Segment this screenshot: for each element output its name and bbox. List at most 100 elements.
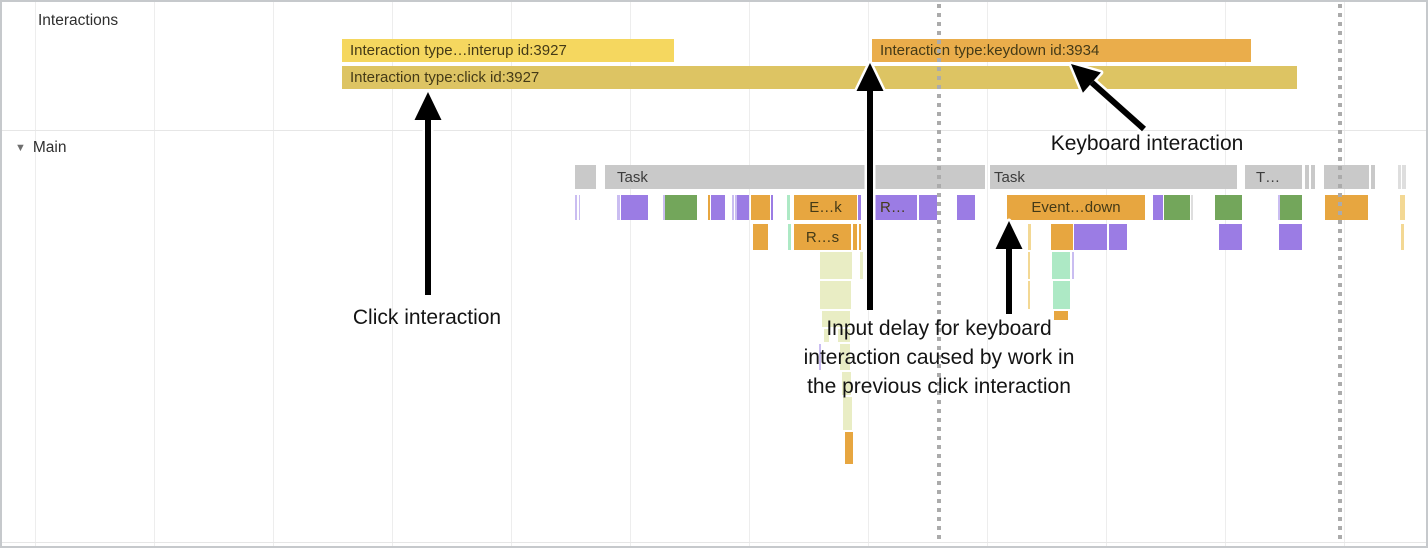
flame-segment[interactable] (735, 195, 737, 220)
flame-segment[interactable] (824, 329, 829, 342)
interaction-bar-pointerup[interactable]: Interaction type…interup id:3927 (342, 39, 674, 62)
flame-segment[interactable] (665, 195, 697, 220)
flame-segment[interactable] (788, 224, 791, 250)
event-keydown-arrow (993, 218, 1025, 252)
event-keydown-arrow (995, 221, 1023, 249)
flame-segment[interactable] (1219, 224, 1242, 250)
task-bar[interactable] (1311, 165, 1315, 189)
input-delay-line-2: interaction caused by work in (803, 346, 1075, 369)
flame-segment[interactable] (708, 195, 710, 220)
flame-segment[interactable] (840, 344, 850, 370)
flame-segment[interactable] (1191, 195, 1193, 220)
flame-segment[interactable] (1164, 195, 1190, 220)
task-bar[interactable]: Task (990, 165, 1237, 189)
collapse-triangle-icon[interactable]: ▼ (15, 141, 26, 154)
flame-segment[interactable] (732, 195, 734, 220)
flame-segment[interactable] (1278, 195, 1280, 220)
task-bar[interactable] (575, 165, 596, 189)
flame-segment[interactable]: R… (872, 195, 917, 220)
click-interaction-annotation: Click interaction (352, 306, 502, 329)
flame-segment[interactable] (820, 281, 851, 309)
flame-segment[interactable] (751, 195, 770, 220)
gridline (35, 2, 36, 546)
flame-segment[interactable] (1052, 252, 1070, 279)
flame-segment[interactable] (819, 344, 821, 370)
gridline (987, 2, 988, 546)
interaction-bar-keydown[interactable]: Interaction type:keydown id:3934 (872, 39, 1251, 62)
gridline (392, 2, 393, 546)
flame-segment[interactable] (1400, 195, 1405, 220)
flame-segment[interactable] (1109, 224, 1127, 250)
task-bar[interactable] (1371, 165, 1375, 189)
flame-segment[interactable] (1054, 311, 1068, 320)
flame-segment[interactable]: R…s (794, 224, 851, 250)
gridline (630, 2, 631, 546)
flame-segment[interactable] (859, 224, 861, 250)
flame-segment[interactable] (617, 195, 620, 220)
flame-segment[interactable] (1028, 224, 1031, 250)
keyboard-interaction-arrow (1088, 78, 1148, 134)
flame-segment[interactable] (621, 195, 648, 220)
task-bar[interactable] (1402, 165, 1406, 189)
input-delay-line-1: Input delay for keyboard (826, 317, 1052, 340)
input-delay-line-3: the previous click interaction (807, 375, 1071, 398)
click-interaction-arrow (414, 92, 442, 120)
flame-segment[interactable] (1074, 224, 1107, 250)
flame-segment[interactable] (575, 195, 577, 220)
flame-segment[interactable] (845, 432, 853, 464)
flame-segment[interactable] (1053, 281, 1070, 309)
flame-segment[interactable] (771, 195, 773, 220)
flame-segment[interactable] (919, 195, 937, 220)
dotted-guide (1338, 4, 1342, 544)
flame-segment[interactable] (858, 195, 861, 220)
flame-segment[interactable] (1280, 195, 1302, 220)
interaction-bar-click[interactable]: Interaction type:click id:3927 (342, 66, 1297, 89)
flame-segment[interactable] (1279, 224, 1302, 250)
main-track-header[interactable]: ▼ Main (15, 139, 67, 157)
task-bar[interactable] (1305, 165, 1309, 189)
dotted-guide (937, 4, 941, 544)
flame-segment[interactable] (787, 195, 790, 220)
flame-segment[interactable] (1051, 224, 1073, 250)
main-track-label: Main (32, 139, 67, 156)
gridline (1344, 2, 1345, 546)
task-bar[interactable] (1324, 165, 1369, 189)
gridline (273, 2, 274, 546)
flame-segment[interactable] (579, 195, 580, 220)
gridline (749, 2, 750, 546)
bottom-separator (2, 542, 1426, 543)
flame-segment[interactable] (1153, 195, 1163, 220)
gridline (154, 2, 155, 546)
flame-segment[interactable] (711, 195, 725, 220)
interactions-track-label: Interactions (38, 12, 119, 29)
gridline (1106, 2, 1107, 546)
flame-segment[interactable] (737, 195, 749, 220)
flame-segment[interactable] (957, 195, 975, 220)
flame-segment[interactable] (838, 329, 850, 342)
flame-segment[interactable] (842, 372, 851, 395)
flame-segment[interactable] (1028, 252, 1030, 279)
flame-segment[interactable] (1401, 224, 1404, 250)
flame-segment[interactable] (822, 311, 850, 327)
flame-segment[interactable] (753, 224, 768, 250)
flame-segment[interactable] (663, 195, 665, 220)
flame-segment[interactable] (860, 252, 863, 279)
keyboard-interaction-annotation: Keyboard interaction (1050, 132, 1244, 155)
task-bar[interactable]: Task (605, 165, 985, 189)
task-bar[interactable]: T… (1245, 165, 1302, 189)
track-separator (2, 130, 1426, 131)
task-bar[interactable] (1398, 165, 1401, 189)
flame-segment[interactable]: E…k (794, 195, 857, 220)
flame-segment[interactable] (843, 397, 852, 430)
flame-segment[interactable] (820, 252, 852, 279)
flame-segment[interactable] (853, 224, 857, 250)
flame-segment[interactable] (1325, 195, 1368, 220)
flame-segment[interactable] (1215, 195, 1242, 220)
flame-segment[interactable] (1028, 281, 1030, 309)
flame-segment[interactable] (1072, 252, 1074, 279)
gridline (511, 2, 512, 546)
gridline (1225, 2, 1226, 546)
flame-segment[interactable]: Event…down (1007, 195, 1145, 220)
click-interaction-arrow (412, 89, 444, 123)
